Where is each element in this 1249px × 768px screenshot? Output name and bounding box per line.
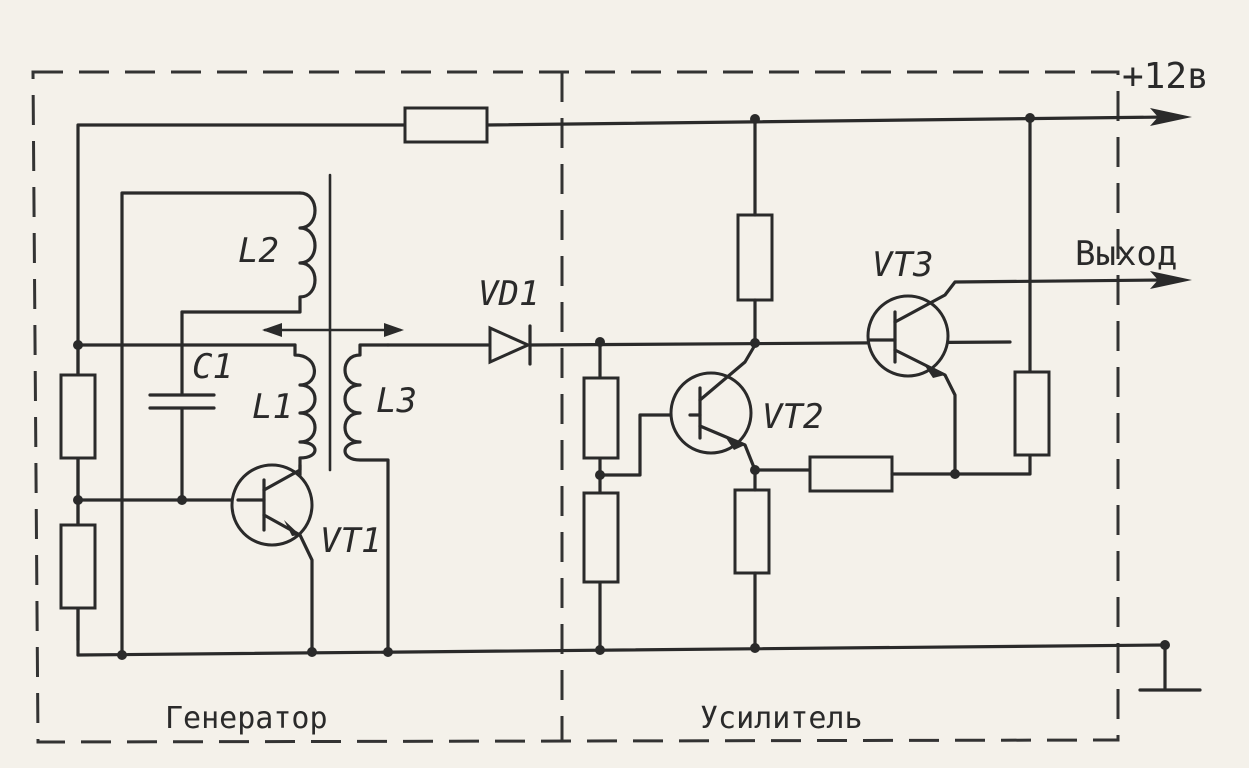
resistor-top bbox=[403, 106, 489, 144]
transistor-vt3 bbox=[866, 271, 1192, 476]
transistor-vt1 bbox=[230, 463, 314, 657]
section-generator-label: Генератор bbox=[165, 701, 328, 736]
l1-label: L1 bbox=[252, 387, 293, 427]
resistor-r-bias-lower bbox=[582, 491, 620, 584]
supply-label: +12в bbox=[1122, 56, 1209, 97]
resistor-right bbox=[953, 115, 1051, 476]
l3-label: L3 bbox=[376, 381, 417, 421]
block-frames bbox=[31, 70, 1120, 744]
diode-vd1 bbox=[386, 324, 1012, 366]
tank-circuit bbox=[120, 173, 332, 657]
output-label: Выход bbox=[1075, 234, 1177, 274]
vt1-label: VT1 bbox=[320, 521, 381, 561]
divider-amplifier bbox=[582, 343, 692, 654]
vd1-label: VD1 bbox=[478, 274, 539, 314]
resistor-r-upper bbox=[59, 373, 97, 460]
transistor-vt2 bbox=[669, 115, 957, 652]
junction-dots bbox=[73, 113, 1170, 660]
l2-label: L2 bbox=[238, 231, 279, 271]
resistor-r-collector bbox=[736, 213, 774, 302]
ground-rail bbox=[76, 643, 1202, 692]
resistor-r-emitter bbox=[733, 488, 771, 575]
divider-left bbox=[59, 343, 240, 657]
resistor-r-lower bbox=[59, 523, 97, 610]
vt2-label: VT2 bbox=[762, 397, 823, 437]
resistor-r-feedback bbox=[808, 455, 894, 493]
section-amplifier-label: Усилитель bbox=[700, 701, 863, 736]
c1-label: C1 bbox=[192, 347, 233, 387]
vt3-label: VT3 bbox=[872, 245, 933, 285]
resistor-r-bias-upper bbox=[582, 376, 620, 460]
transformer bbox=[76, 323, 404, 657]
